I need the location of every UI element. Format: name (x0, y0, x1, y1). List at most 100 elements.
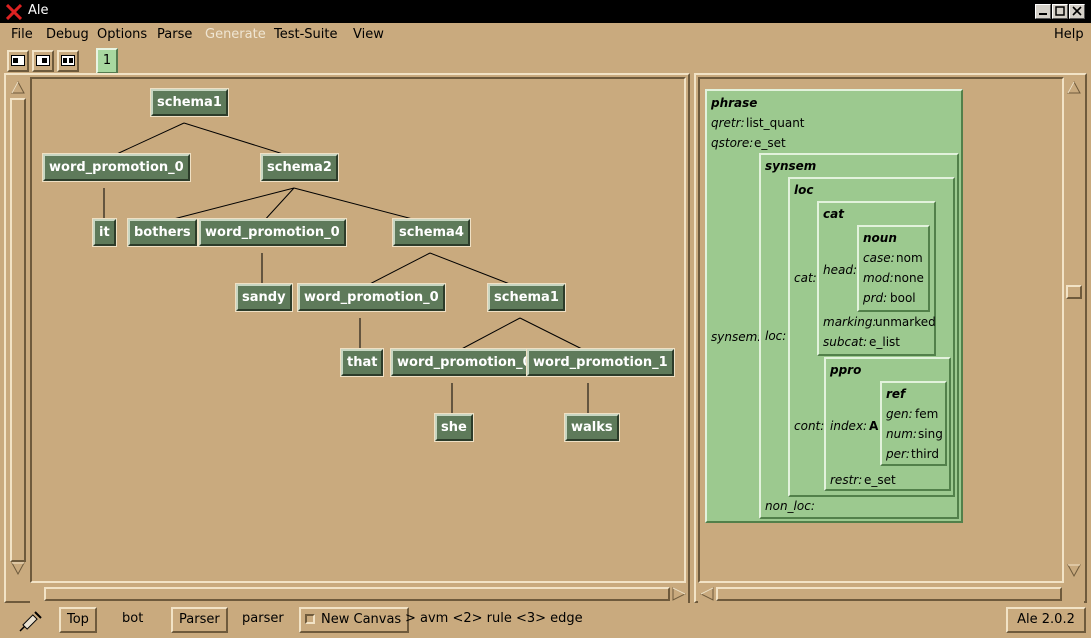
tree-node-word-promotion-0[interactable]: word_promotion_0 (42, 153, 191, 182)
avm-type-phrase: phrase (711, 96, 758, 110)
window-title: Ale (28, 3, 49, 18)
avm-type-ppro: ppro (830, 363, 862, 377)
avm-hscrollbar[interactable] (698, 585, 1084, 603)
top-button[interactable]: Top (59, 607, 97, 633)
avm-noun[interactable]: noun case: nom mod: none prd: bool (857, 225, 930, 312)
menu-options[interactable]: Options (97, 27, 148, 42)
parser-label: parser (242, 611, 284, 626)
tree-node-word-promotion-0[interactable]: word_promotion_0 (198, 218, 347, 247)
close-icon (1072, 6, 1082, 16)
tree-hscrollbar[interactable] (30, 585, 688, 603)
tree-node-she[interactable]: she (434, 413, 474, 442)
minimize-button[interactable] (1035, 4, 1051, 19)
menu-debug[interactable]: Debug (46, 27, 89, 42)
feature-gen: gen: (886, 407, 913, 421)
avm-type-ref: ref (886, 387, 906, 401)
tree-vscroll-thumb[interactable] (10, 98, 26, 562)
value-per: third (911, 447, 939, 461)
feature-subcat: subcat: (823, 335, 868, 349)
value-num: sing (918, 427, 943, 441)
scroll-up-icon[interactable] (11, 80, 25, 94)
feature-loc: loc: (765, 329, 787, 343)
menu-bar: File Debug Options Parse Generate Test-S… (0, 23, 1091, 47)
x-logo-icon (6, 4, 22, 20)
status-bar: Top bot Parser parser New Canvas > avm <… (0, 603, 1091, 638)
tree-node-walks[interactable]: walks (564, 413, 620, 442)
layout-split-button[interactable] (57, 50, 79, 72)
maximize-button[interactable] (1052, 4, 1068, 19)
tree-edges (103, 122, 591, 418)
new-canvas-toggle[interactable]: New Canvas (299, 607, 410, 633)
bot-label: bot (122, 611, 144, 626)
menu-view[interactable]: View (353, 27, 384, 42)
value-marking: unmarked (875, 315, 936, 329)
feature-restr: restr: (830, 473, 863, 487)
feature-case: case: (863, 251, 895, 265)
new-canvas-checkbox[interactable] (305, 614, 315, 624)
menu-parse[interactable]: Parse (157, 27, 193, 42)
parser-button[interactable]: Parser (171, 607, 228, 633)
layout-right-icon (36, 55, 50, 66)
syringe-icon (19, 611, 42, 632)
feature-qstore: qstore: (711, 136, 754, 150)
value-restr: e_set (864, 473, 896, 487)
feature-synsem: synsem: (711, 330, 762, 344)
toolbar (0, 47, 1091, 75)
avm-vscrollbar[interactable] (1064, 77, 1084, 583)
tree-node-bothers[interactable]: bothers (127, 218, 198, 247)
scroll-right-icon[interactable] (672, 587, 686, 601)
avm-type-noun: noun (863, 231, 897, 245)
version-label: Ale 2.0.2 (1006, 607, 1086, 633)
scroll-down-icon[interactable] (11, 562, 25, 576)
value-qretr: list_quant (746, 116, 805, 130)
tree-node-word-promotion-0[interactable]: word_promotion_0 (297, 283, 446, 312)
avm-vscroll-thumb[interactable] (1066, 285, 1082, 299)
scroll-up-icon[interactable] (1067, 80, 1081, 94)
canvas-tab-1[interactable]: 1 (96, 48, 118, 74)
feature-marking: marking: (823, 315, 877, 329)
title-bar: Ale (0, 0, 1091, 23)
close-button[interactable] (1069, 4, 1085, 19)
tree-node-sandy[interactable]: sandy (235, 283, 293, 312)
tree-node-schema1[interactable]: schema1 (487, 283, 566, 312)
feature-num: num: (886, 427, 917, 441)
feature-non-loc: non_loc: (765, 499, 815, 513)
avm-ref[interactable]: ref gen: fem num: sing per: third (880, 381, 947, 466)
tree-pane (4, 73, 690, 603)
tree-node-it[interactable]: it (92, 218, 117, 247)
scroll-left-icon[interactable] (700, 587, 714, 601)
feature-cat: cat: (794, 271, 817, 285)
value-mod: none (894, 271, 924, 285)
value-case: nom (896, 251, 923, 265)
menu-help[interactable]: Help (1054, 27, 1084, 42)
tree-node-that[interactable]: that (339, 348, 385, 377)
feature-mod: mod: (863, 271, 894, 285)
tree-hscroll-thumb[interactable] (44, 587, 670, 601)
avm-type-cat: cat (823, 207, 844, 221)
feature-qretr: qretr: (711, 116, 745, 130)
tree-node-schema1-root[interactable]: schema1 (150, 88, 229, 117)
feature-cont: cont: (794, 419, 825, 433)
value-gen: fem (915, 407, 939, 421)
layout-single-button[interactable] (7, 50, 29, 72)
tree-node-schema2[interactable]: schema2 (260, 153, 339, 182)
scroll-down-icon[interactable] (1067, 564, 1081, 578)
status-message: > avm <2> rule <3> edge (405, 611, 583, 626)
avm-type-loc: loc (794, 183, 814, 197)
menu-test-suite[interactable]: Test-Suite (274, 27, 338, 42)
tree-node-word-promotion-1[interactable]: word_promotion_1 (526, 348, 675, 377)
tree-canvas (30, 77, 686, 583)
value-subcat: e_list (869, 335, 901, 349)
tree-node-word-promotion-0[interactable]: word_promotion_0 (390, 348, 539, 377)
menu-generate[interactable]: Generate (205, 27, 266, 42)
feature-index: index: (830, 419, 868, 433)
layout-right-button[interactable] (32, 50, 54, 72)
minimize-icon (1039, 13, 1047, 15)
maximize-icon (1055, 6, 1065, 16)
feature-prd: prd: (863, 291, 888, 305)
avm-hscroll-thumb[interactable] (716, 587, 1062, 601)
tree-node-schema4[interactable]: schema4 (392, 218, 471, 247)
tree-vscrollbar[interactable] (8, 77, 28, 577)
menu-file[interactable]: File (11, 27, 33, 42)
new-canvas-label: New Canvas (321, 612, 402, 627)
